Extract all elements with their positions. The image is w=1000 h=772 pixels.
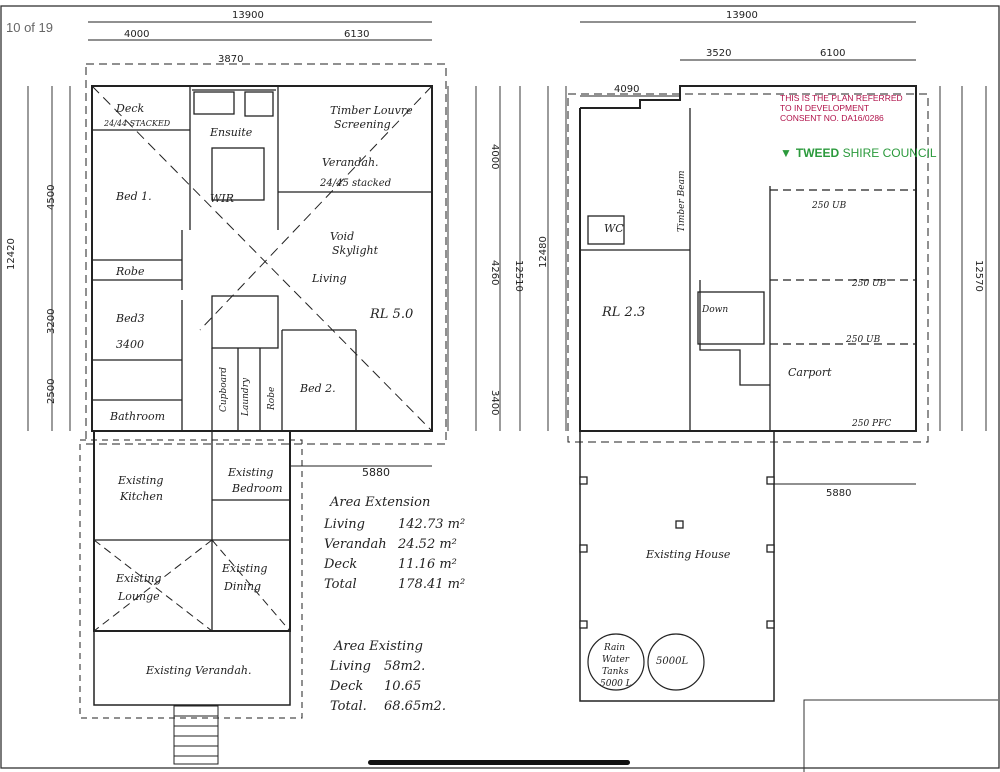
stamp-line-3: CONSENT NO. DA16/0286 (780, 113, 884, 123)
rl-left: RL 5.0 (369, 307, 413, 322)
home-indicator-bar[interactable] (368, 760, 630, 765)
exist-row-label: Living (329, 659, 371, 674)
council-logo: ▼TWEED SHIRE COUNCIL (780, 146, 937, 160)
timber-beam-label: Timber Beam (677, 170, 687, 232)
dim-12510: 12510 (513, 260, 524, 292)
room-robe-2: Robe (267, 387, 277, 411)
room-ex-bedroom: Existing (227, 466, 273, 479)
bed3-dim: 3400 (116, 338, 144, 351)
tank-label-4: 5000 L (600, 679, 632, 689)
ext-row-value: 178.41 m² (398, 577, 465, 592)
council-name-bold: TWEED (795, 146, 840, 160)
page-counter: 10 of 19 (6, 20, 53, 35)
exist-row-value: 68.65m2. (384, 699, 446, 714)
dim-3200: 3200 (46, 309, 57, 334)
dim-12480: 12480 (538, 236, 549, 268)
beam-ub-3: 250 UB (845, 335, 881, 345)
room-cupboard: Cupboard (219, 367, 229, 412)
room-verandah: Verandah. (322, 156, 379, 169)
dim-6100: 6100 (820, 48, 845, 59)
room-deck: Deck (115, 102, 144, 115)
tank-label-5000l: 5000L (656, 656, 688, 667)
dim-12570: 12570 (973, 260, 984, 292)
room-ex-verandah: Existing Verandah. (145, 664, 251, 677)
screen-label: Timber Louvre (330, 104, 413, 117)
ext-row-value: 142.73 m² (398, 517, 465, 532)
dim-3870: 3870 (218, 54, 243, 65)
room-wir: WIR (210, 192, 234, 205)
beam-ub-2: 250 UB (851, 279, 887, 289)
room-bed3: Bed3 (115, 312, 145, 325)
council-name-rest: SHIRE COUNCIL (842, 146, 937, 160)
room-wc: WC (604, 222, 624, 235)
dim-12420: 12420 (6, 238, 17, 270)
dim-4260: 4260 (489, 260, 500, 285)
tank-label-1: Rain (603, 643, 625, 653)
room-ex-dining: Existing (221, 562, 267, 575)
room-ex-dining-2: Dining (223, 580, 261, 593)
room-ex-lounge-2: Lounge (117, 590, 160, 603)
dim-13900-right: 13900 (726, 10, 758, 21)
dim-4090: 4090 (614, 84, 639, 95)
development-consent-stamp: THIS IS THE PLAN REFERRED TO IN DEVELOPM… (780, 93, 960, 123)
ext-row-label: Total (324, 577, 357, 592)
leaf-icon: ▼ (780, 146, 792, 160)
void-label: Void (330, 230, 354, 243)
dim-3400: 3400 (489, 390, 500, 415)
stamp-line-1: THIS IS THE PLAN REFERRED (780, 93, 903, 103)
dim-4500: 4500 (46, 185, 57, 210)
room-ensuite: Ensuite (209, 126, 253, 139)
room-carport: Carport (788, 366, 832, 379)
dim-6130: 6130 (344, 29, 369, 40)
tank-label-2: Water (602, 655, 630, 665)
dim-5880-left: 5880 (362, 466, 390, 479)
room-existing-house: Existing House (645, 548, 731, 561)
verandah-note: 24/45 stacked (319, 178, 391, 189)
dim-4000-right: 4000 (489, 144, 500, 169)
room-ex-bedroom-2: Bedroom (231, 482, 283, 495)
ext-row-value: 11.16 m² (398, 557, 457, 572)
area-existing-title: Area Existing (333, 639, 423, 654)
dim-13900-left: 13900 (232, 10, 264, 21)
dim-4000-left: 4000 (124, 29, 149, 40)
room-ex-lounge: Existing (115, 572, 161, 585)
skylight-label: Skylight (332, 244, 379, 257)
tank-label-3: Tanks (602, 667, 629, 677)
room-bed1: Bed 1. (115, 190, 152, 203)
ext-row-label: Living (323, 517, 365, 532)
exist-row-value: 58m2. (384, 659, 425, 674)
area-extension-title: Area Extension (329, 495, 430, 510)
beam-pfc: 250 PFC (851, 419, 891, 429)
deck-note: 24/44 STACKED (103, 119, 171, 128)
room-laundry: Laundry (241, 377, 251, 417)
dim-2500: 2500 (46, 379, 57, 404)
room-ex-kitchen-2: Kitchen (119, 490, 163, 503)
ext-row-value: 24.52 m² (397, 537, 457, 552)
screen-label-2: Screening (334, 118, 391, 131)
exist-row-label: Deck (329, 679, 363, 694)
area-existing-table: Area Existing Living 58m2. Deck 10.65 To… (329, 639, 446, 714)
room-bed2: Bed 2. (299, 382, 336, 395)
stamp-line-2: TO IN DEVELOPMENT (780, 103, 870, 113)
room-bathroom: Bathroom (109, 410, 165, 423)
ext-row-label: Verandah (324, 537, 387, 552)
right-plan-outline (579, 85, 917, 432)
ext-row-label: Deck (323, 557, 357, 572)
room-ex-kitchen: Existing (117, 474, 163, 487)
exist-row-value: 10.65 (384, 679, 421, 694)
area-extension-table: Area Extension Living 142.73 m² Verandah… (323, 495, 465, 592)
room-robe: Robe (115, 265, 145, 278)
beam-ub-1: 250 UB (811, 201, 847, 211)
room-living: Living (311, 272, 347, 285)
rl-right: RL 2.3 (601, 305, 645, 320)
dim-3520: 3520 (706, 48, 731, 59)
exist-row-label: Total. (330, 699, 367, 714)
dim-5880-right: 5880 (826, 488, 851, 499)
stair-down: Down (701, 305, 728, 315)
